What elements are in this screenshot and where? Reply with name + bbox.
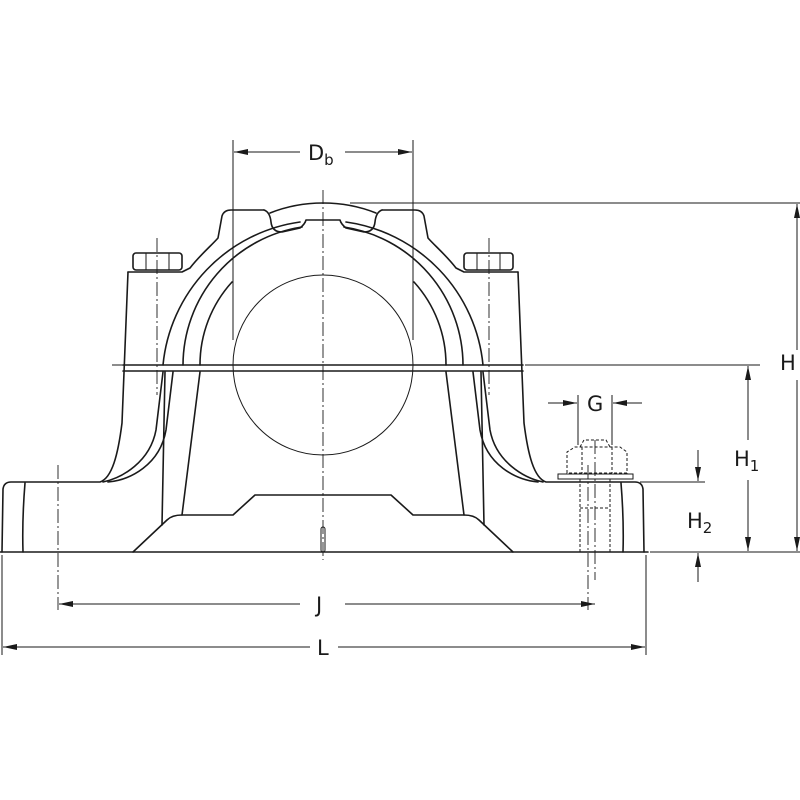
- label-h2: H2: [687, 509, 712, 537]
- label-l: L: [317, 636, 329, 660]
- label-db: Db: [308, 141, 334, 169]
- housing-left-half: [1, 202, 324, 553]
- label-g: G: [587, 392, 603, 416]
- cap-bolt-head: [132, 252, 183, 271]
- foundation-bolt: [557, 439, 634, 552]
- label-j: J: [314, 593, 322, 617]
- label-h: H: [780, 351, 796, 375]
- label-h1: H1: [734, 447, 759, 475]
